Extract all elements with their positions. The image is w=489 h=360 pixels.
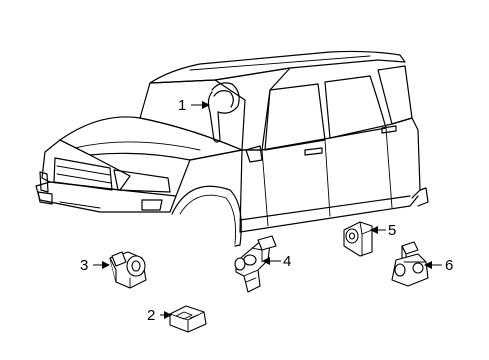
callout-label-3: 3 [80, 257, 88, 274]
part-4-sensor [234, 235, 277, 293]
callout-label-5: 5 [388, 222, 396, 239]
callout-label-2: 2 [147, 307, 155, 324]
callout-5: 5 [370, 222, 396, 239]
part-6-sensor [391, 241, 429, 287]
part-1-clockspring [207, 82, 240, 143]
callout-label-6: 6 [445, 257, 453, 274]
vehicle-illustration [35, 50, 429, 247]
part-3-sensor [109, 251, 147, 289]
callout-4: 4 [262, 253, 291, 270]
part-5-sensor [343, 221, 373, 257]
callout-2: 2 [147, 307, 172, 324]
callout-6: 6 [424, 257, 453, 274]
callout-1: 1 [178, 97, 210, 114]
callout-3: 3 [80, 257, 110, 274]
callout-label-4: 4 [283, 253, 291, 270]
callout-label-1: 1 [178, 97, 186, 114]
part-2-module [169, 305, 207, 333]
